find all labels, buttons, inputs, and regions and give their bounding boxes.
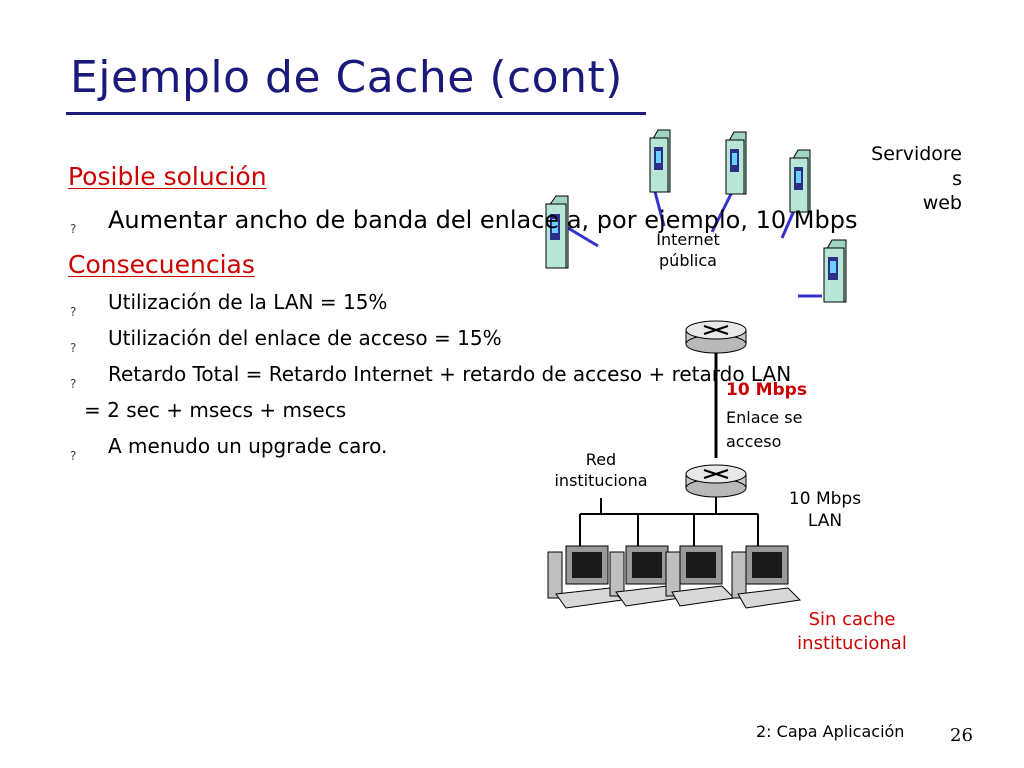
computer-icon-1 [547, 545, 624, 609]
footer-chapter: 2: Capa Aplicación [756, 722, 905, 741]
solution-bullet-text: Aumentar ancho de banda del enlace a, po… [108, 206, 858, 234]
bullet-icon: ? [70, 341, 77, 355]
server-icon-4 [789, 149, 811, 213]
server-link-1 [567, 226, 599, 248]
computer-icon-4 [731, 545, 802, 609]
server-link-2 [652, 187, 666, 227]
router-bottom-icon [685, 464, 747, 498]
router-top-icon [685, 320, 747, 354]
slide-title: Ejemplo de Cache (cont) [70, 52, 623, 103]
bullet-icon: ? [70, 305, 77, 319]
lan-bus [579, 497, 759, 548]
server-icon-1 [545, 195, 569, 269]
server-icon-5 [823, 239, 847, 303]
institutional-network-label: Red instituciona [554, 450, 648, 490]
computer-icon-3 [665, 545, 736, 607]
server-link-3 [710, 191, 734, 233]
servers-label: Servidore s web [871, 143, 962, 215]
access-link-label: Enlace se acceso [726, 408, 803, 451]
consequence-item: Retardo Total = Retardo Internet + retar… [108, 362, 792, 386]
page-number: 26 [950, 725, 973, 746]
title-underline [66, 112, 646, 115]
consequences-heading: Consecuencias [68, 250, 255, 279]
access-link-speed: 10 Mbps [726, 380, 807, 400]
consequence-item: Utilización del enlace de acceso = 15% [108, 326, 502, 350]
consequence-item: Utilización de la LAN = 15% [108, 290, 388, 314]
total-delay-line: = 2 sec + msecs + msecs [84, 398, 347, 422]
lan-label: 10 Mbps LAN [788, 489, 862, 532]
upgrade-note: A menudo un upgrade caro. [108, 434, 388, 458]
server-icon-3 [725, 131, 747, 195]
no-cache-label: Sin cache institucional [797, 609, 907, 655]
internet-label: Internet pública [656, 230, 720, 270]
server-icon-2 [649, 129, 671, 193]
bullet-icon: ? [70, 377, 77, 391]
bullet-icon: ? [70, 449, 77, 463]
solution-heading: Posible solución [68, 162, 267, 191]
bullet-icon: ? [70, 222, 77, 236]
